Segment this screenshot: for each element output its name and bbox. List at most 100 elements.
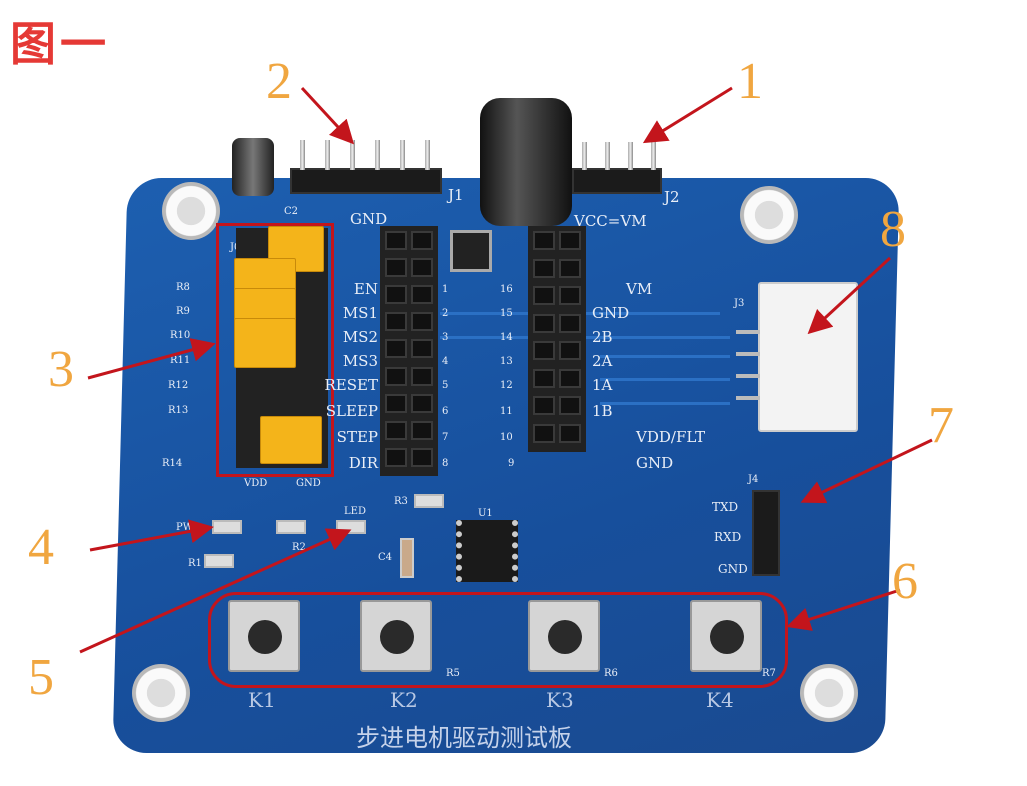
annotation-box-3 xyxy=(216,223,334,477)
pin-label: EN xyxy=(353,280,378,298)
label-vcc: VCC=VM xyxy=(574,212,647,230)
header-j2 xyxy=(572,168,662,194)
label-j2: J2 xyxy=(664,188,680,206)
pin-label: SLEEP xyxy=(325,402,378,420)
regulator xyxy=(450,230,492,272)
key-label: K1 xyxy=(248,688,276,712)
pin-number: 1 xyxy=(442,284,449,295)
mounting-hole xyxy=(800,664,858,722)
pin-number: 11 xyxy=(500,406,513,417)
pin-label: VDD/FLT xyxy=(636,428,706,446)
callout-3: 3 xyxy=(48,341,74,398)
driver-socket-right xyxy=(528,226,586,452)
label-c2: C2 xyxy=(284,206,299,217)
resistor-label: R10 xyxy=(170,330,191,341)
key-k2-button[interactable] xyxy=(360,600,432,672)
label-led: LED xyxy=(344,506,366,517)
key-k3-button[interactable] xyxy=(528,600,600,672)
resistor-label: R14 xyxy=(162,458,183,469)
board-title: 步进电机驱动测试板 xyxy=(356,724,572,752)
resistor-label: R12 xyxy=(168,380,189,391)
serial-header-j4 xyxy=(752,490,780,576)
pin-number: 16 xyxy=(500,284,513,295)
callout-4: 4 xyxy=(28,519,54,576)
pin-number: 7 xyxy=(442,432,449,443)
pin-label: GND xyxy=(636,454,674,472)
pin-label: DIR xyxy=(348,454,378,472)
pin-label: GND xyxy=(592,304,630,322)
key-label: K4 xyxy=(706,688,734,712)
pin-number: 9 xyxy=(508,458,515,469)
serial-label: GND xyxy=(718,562,748,576)
label-u1: U1 xyxy=(478,508,493,519)
resistor-r1 xyxy=(204,554,234,568)
label-r2: R2 xyxy=(292,542,306,553)
pin-number: 3 xyxy=(442,332,449,343)
key-label: K2 xyxy=(390,688,418,712)
callout-7: 7 xyxy=(928,397,954,454)
mounting-hole xyxy=(740,186,798,244)
resistor-label: R8 xyxy=(176,282,190,293)
resistor-r2 xyxy=(276,520,306,534)
driver-socket-left xyxy=(380,226,438,476)
resistor-r3 xyxy=(414,494,444,508)
label-j1: J1 xyxy=(448,186,464,204)
callout-8: 8 xyxy=(880,201,906,258)
label-r1: R1 xyxy=(188,558,202,569)
jumper[interactable] xyxy=(234,318,296,368)
pin-label: MS2 xyxy=(342,328,378,346)
mounting-hole xyxy=(132,664,190,722)
motor-connector-j3[interactable] xyxy=(758,282,858,432)
resistor-label: R13 xyxy=(168,405,189,416)
pin-number: 6 xyxy=(442,406,449,417)
pin-number: 10 xyxy=(500,432,513,443)
label-r3: R3 xyxy=(394,496,408,507)
resistor-label: R5 xyxy=(446,668,460,679)
pin-number: 4 xyxy=(442,356,449,367)
pin-number: 13 xyxy=(500,356,513,367)
pin-label: VM xyxy=(626,280,653,298)
pin-number: 14 xyxy=(500,332,513,343)
serial-label: TXD xyxy=(712,500,739,514)
label-j3: J3 xyxy=(734,298,745,309)
pin-number: 8 xyxy=(442,458,449,469)
label-gnd: GND xyxy=(350,210,388,228)
key-k1-button[interactable] xyxy=(228,600,300,672)
electrolytic-capacitor xyxy=(480,98,572,226)
pin-label: STEP xyxy=(336,428,378,446)
pin-number: 12 xyxy=(500,380,513,391)
resistor-label: R11 xyxy=(170,355,191,366)
pin-number: 2 xyxy=(442,308,449,319)
jumper[interactable] xyxy=(260,416,322,464)
pin-label: MS3 xyxy=(342,352,378,370)
mounting-hole xyxy=(162,182,220,240)
label-j4: J4 xyxy=(748,474,759,485)
capacitor-c4 xyxy=(400,538,414,578)
label-gnd: GND xyxy=(296,478,321,489)
pin-number: 15 xyxy=(500,308,513,319)
figure-label: 图一 xyxy=(10,17,110,71)
annotation-box-6 xyxy=(208,592,788,688)
key-k4-button[interactable] xyxy=(690,600,762,672)
pin-number: 5 xyxy=(442,380,449,391)
pin-label: 2B xyxy=(592,328,613,346)
pin-label: 1A xyxy=(592,376,613,394)
resistor-label: R6 xyxy=(604,668,618,679)
key-label: K3 xyxy=(546,688,574,712)
pin-label: 2A xyxy=(592,352,613,370)
pin-label: RESET xyxy=(324,376,378,394)
pin-label: MS1 xyxy=(342,304,378,322)
label-j0: J0 xyxy=(230,242,240,253)
callout-2: 2 xyxy=(266,53,292,110)
callout-6: 6 xyxy=(892,553,918,610)
serial-label: RXD xyxy=(714,530,742,544)
resistor-label: R9 xyxy=(176,306,190,317)
chip-u1 xyxy=(456,520,518,582)
small-capacitor xyxy=(232,138,274,196)
label-c4: C4 xyxy=(378,552,393,563)
pin-label: 1B xyxy=(592,402,613,420)
header-j1 xyxy=(290,168,442,194)
label-vdd: VDD xyxy=(244,478,268,489)
callout-1: 1 xyxy=(737,53,763,110)
